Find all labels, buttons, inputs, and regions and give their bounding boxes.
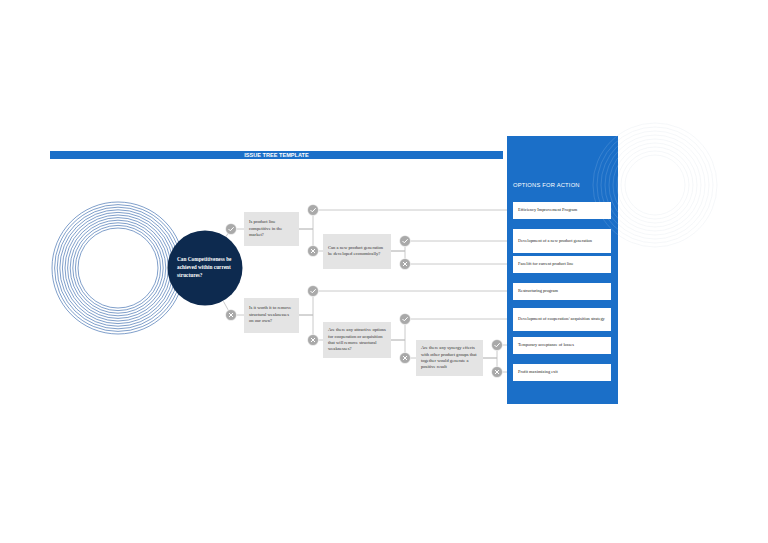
- cross-mark: [229, 313, 233, 317]
- node-text: Profit maximizing exit: [518, 369, 558, 375]
- cross-icon: [226, 310, 237, 321]
- cross-mark: [403, 356, 407, 360]
- cross-icon: [400, 353, 411, 364]
- arc-stroke: [609, 139, 701, 231]
- icon-disc: [226, 224, 237, 235]
- option-box: Facelift for current product line: [513, 256, 611, 273]
- option-box: Efficiency Improvement Program: [513, 202, 611, 219]
- check-mark: [495, 343, 500, 347]
- question-box: Is it worth it to remove structural weak…: [244, 298, 299, 333]
- cross-icon: [308, 335, 319, 346]
- node-text: Facelift for current product line: [518, 261, 573, 267]
- title-bar: ISSUE TREE TEMPLATE: [50, 151, 503, 159]
- icon-disc: [400, 236, 411, 247]
- cross-icon: [308, 246, 319, 257]
- cross-icon: [400, 259, 411, 270]
- check-icon: [400, 314, 411, 325]
- check-mark: [311, 289, 316, 293]
- check-mark: [229, 227, 234, 231]
- cross-mark: [495, 370, 499, 374]
- arc-stroke: [613, 143, 697, 227]
- node-text: Temporary acceptance of losses: [518, 342, 574, 348]
- option-box: Restructuring program: [513, 283, 611, 300]
- ring-stroke: [57, 207, 179, 329]
- cross-mark: [311, 249, 315, 253]
- question-box: Is product line competitive in the marke…: [244, 212, 299, 246]
- node-text: Development of cooperation/ acquisition …: [518, 316, 605, 322]
- node-text: Restructuring program: [518, 288, 558, 294]
- node-text: Are there any attractive options for coo…: [328, 327, 386, 353]
- arc-stroke: [625, 155, 685, 215]
- cross-mark: [311, 338, 315, 342]
- tree-connector: [299, 210, 513, 229]
- root-question-circle: Can Competitiveness be achieved within c…: [167, 230, 243, 306]
- arc-stroke: [613, 143, 618, 227]
- node-text: Are there any synergy effects with other…: [421, 345, 478, 371]
- node-text: Can a new product generation be develope…: [328, 245, 386, 258]
- icon-disc: [400, 353, 411, 364]
- check-mark: [403, 317, 408, 321]
- arc-stroke: [605, 136, 618, 235]
- icon-disc: [400, 259, 411, 270]
- ring-stroke: [78, 228, 158, 308]
- icon-disc: [308, 286, 319, 297]
- node-text: Is product line competitive in the marke…: [249, 219, 294, 238]
- option-box: Development of a new product generation: [513, 229, 611, 253]
- icon-disc: [308, 205, 319, 216]
- option-box: Temporary acceptance of losses: [513, 337, 611, 354]
- option-box: Profit maximizing exit: [513, 364, 611, 381]
- ring-stroke: [75, 225, 160, 310]
- title-text: ISSUE TREE TEMPLATE: [50, 151, 503, 159]
- tree-connector: [299, 291, 513, 315]
- ring-stroke: [60, 210, 176, 326]
- ring-stroke: [65, 215, 171, 321]
- check-mark: [403, 239, 408, 243]
- arc-stroke: [605, 135, 705, 235]
- icon-disc: [226, 310, 237, 321]
- check-icon: [308, 286, 319, 297]
- icon-disc: [400, 314, 411, 325]
- arc-stroke: [597, 136, 618, 243]
- question-box: Can a new product generation be develope…: [323, 234, 391, 269]
- node-text: Development of a new product generation: [518, 238, 592, 244]
- icon-disc: [308, 246, 319, 257]
- concentric-rings: [52, 202, 184, 334]
- node-text: Can Competitiveness be achieved within c…: [177, 256, 233, 279]
- node-text: Is it worth it to remove structural weak…: [249, 305, 294, 324]
- question-box: Are there any synergy effects with other…: [416, 340, 483, 376]
- circle-fill: [168, 231, 243, 306]
- check-icon: [226, 224, 237, 235]
- ring-stroke: [70, 220, 166, 316]
- ring-stroke: [52, 202, 184, 334]
- arc-stroke: [617, 147, 693, 223]
- panel-heading: OPTIONS FOR ACTION: [513, 182, 580, 188]
- ring-stroke: [55, 205, 182, 332]
- arc-stroke: [601, 136, 618, 239]
- option-box: Development of cooperation/ acquisition …: [513, 308, 611, 331]
- check-icon: [308, 205, 319, 216]
- options-panel: OPTIONS FOR ACTION Efficiency Improvement…: [507, 136, 618, 404]
- check-mark: [311, 208, 316, 212]
- ring-stroke: [73, 223, 163, 313]
- icon-disc: [308, 335, 319, 346]
- question-box: Are there any attractive options for coo…: [323, 322, 391, 358]
- icon-disc: [492, 367, 503, 378]
- cross-icon: [492, 367, 503, 378]
- ring-stroke: [62, 212, 173, 323]
- node-text: Efficiency Improvement Program: [518, 207, 577, 213]
- arc-stroke: [621, 151, 689, 219]
- check-icon: [400, 236, 411, 247]
- check-icon: [492, 340, 503, 351]
- icon-disc: [492, 340, 503, 351]
- ring-stroke: [68, 218, 169, 319]
- cross-mark: [403, 262, 407, 266]
